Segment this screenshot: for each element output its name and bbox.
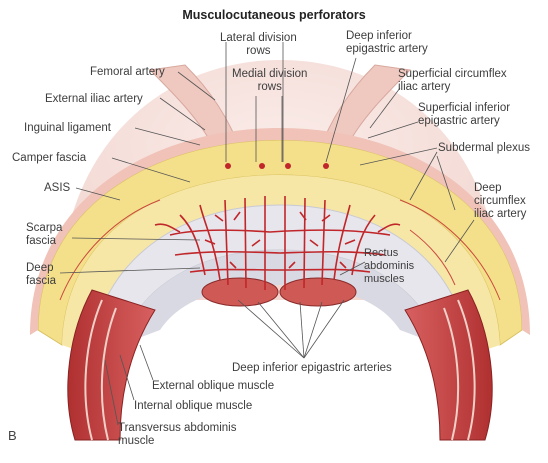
label-transversus-abdominis-muscle: Transversus abdominis muscle — [118, 422, 236, 448]
label-camper-fascia: Camper fascia — [12, 152, 86, 165]
label-inguinal-ligament: Inguinal ligament — [24, 122, 111, 135]
label-medial-division-rows: Medial division rows — [232, 68, 307, 94]
label-external-oblique-muscle: External oblique muscle — [152, 380, 274, 393]
label-external-iliac-artery: External iliac artery — [45, 93, 143, 106]
label-deep-inferior-epigastric-artery: Deep inferior epigastric artery — [346, 30, 428, 56]
label-superficial-circumflex-iliac-artery: Superficial circumflex iliac artery — [398, 68, 507, 94]
label-deep-inferior-epigastric-arteries: Deep inferior epigastric arteries — [232, 362, 392, 375]
label-deep-fascia: Deep fascia — [26, 262, 56, 288]
label-lateral-division-rows: Lateral division rows — [220, 32, 297, 58]
label-rectus-abdominis-muscles: Rectus abdominis muscles — [364, 247, 414, 286]
label-femoral-artery: Femoral artery — [90, 66, 165, 79]
figure-title: Musculocutaneous perforators — [0, 8, 548, 22]
panel-letter: B — [8, 428, 17, 443]
rectus-abdominis-right — [280, 278, 356, 306]
label-superficial-inferior-epigastric-artery: Superficial inferior epigastric artery — [418, 102, 510, 128]
label-asis: ASIS — [44, 182, 70, 195]
label-internal-oblique-muscle: Internal oblique muscle — [134, 400, 252, 413]
label-deep-circumflex-iliac-artery: Deep circumflex iliac artery — [474, 182, 526, 221]
label-subdermal-plexus: Subdermal plexus — [438, 142, 530, 155]
label-scarpa-fascia: Scarpa fascia — [26, 222, 62, 248]
